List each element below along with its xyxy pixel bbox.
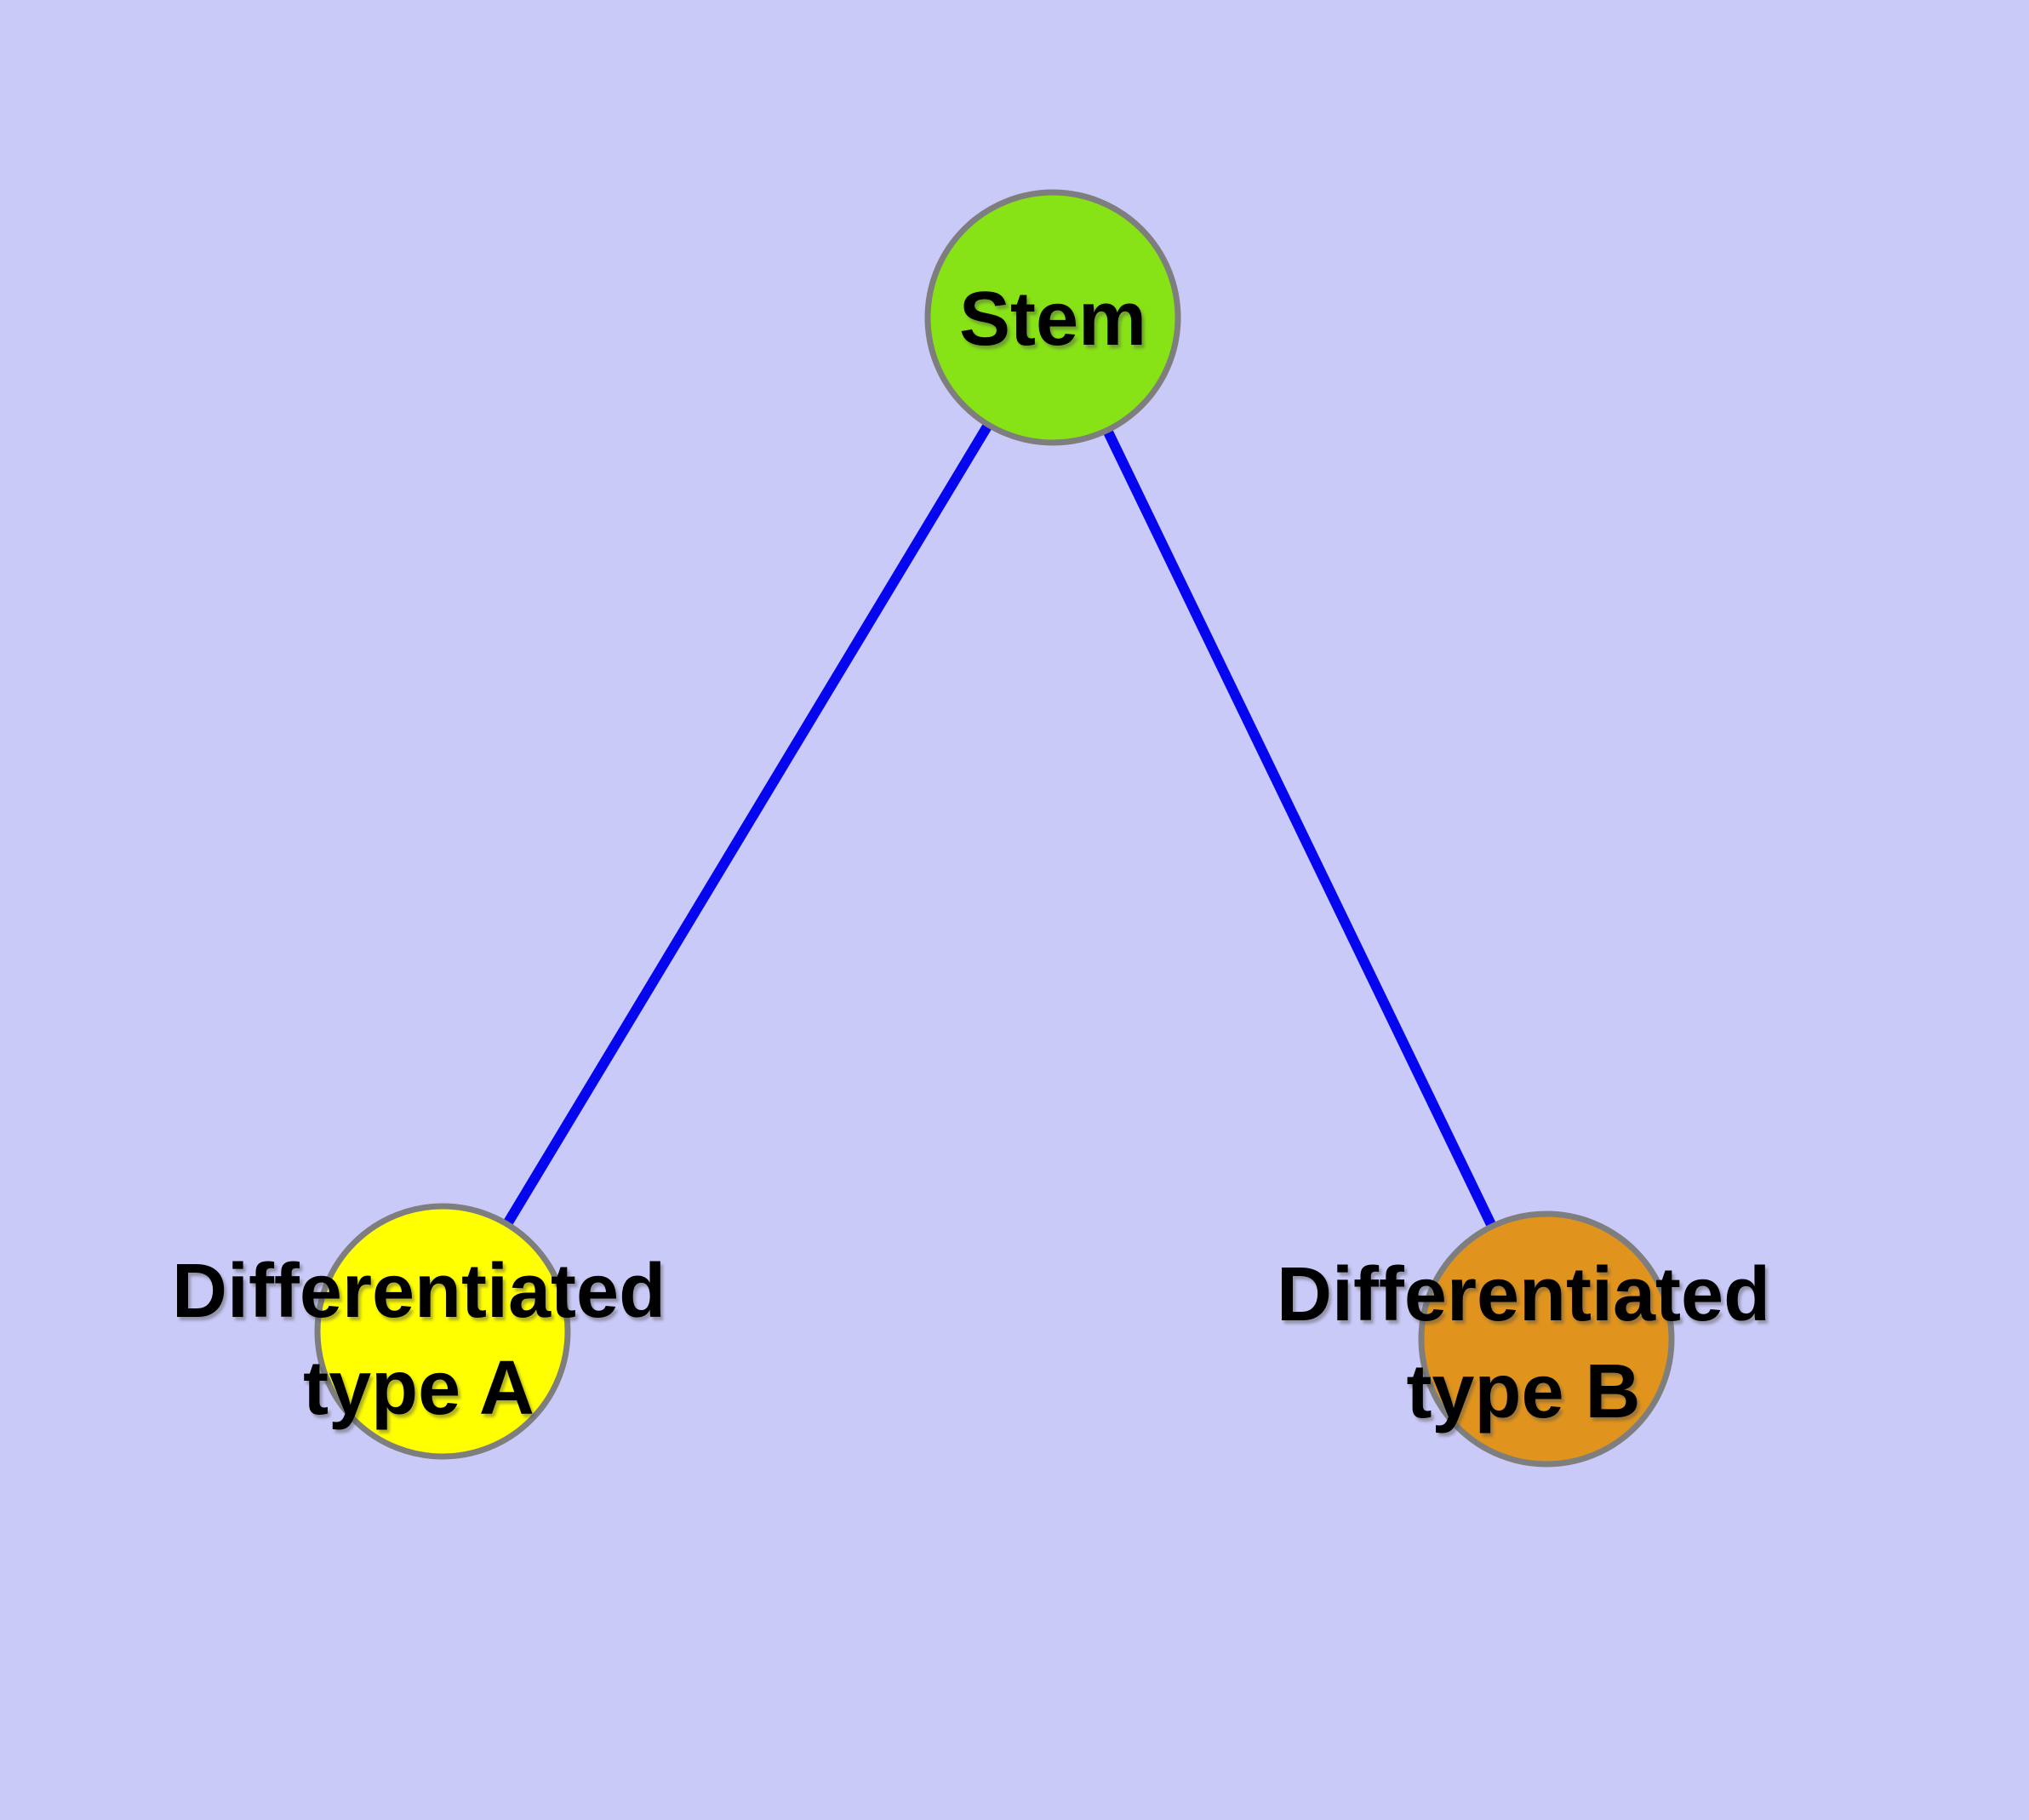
node-type-a-circle bbox=[314, 1203, 571, 1460]
node-type-a-label-line1: Differentiated bbox=[171, 1249, 666, 1334]
node-type-b-label-line1: Differentiated bbox=[1276, 1252, 1771, 1337]
node-type-a-label: Differentiated type A bbox=[172, 1243, 666, 1437]
node-type-b-circle bbox=[1418, 1210, 1675, 1468]
node-stem-label: Stem bbox=[958, 277, 1147, 362]
edge-stem-to-type-b bbox=[1048, 315, 1552, 1342]
node-type-a-label-line2: type A bbox=[303, 1346, 534, 1431]
edge-stem-to-type-a bbox=[437, 314, 1058, 1335]
node-type-b-label: Differentiated type B bbox=[1277, 1246, 1770, 1440]
node-stem-circle bbox=[924, 189, 1181, 446]
node-type-b-label-line2: type B bbox=[1406, 1349, 1641, 1434]
